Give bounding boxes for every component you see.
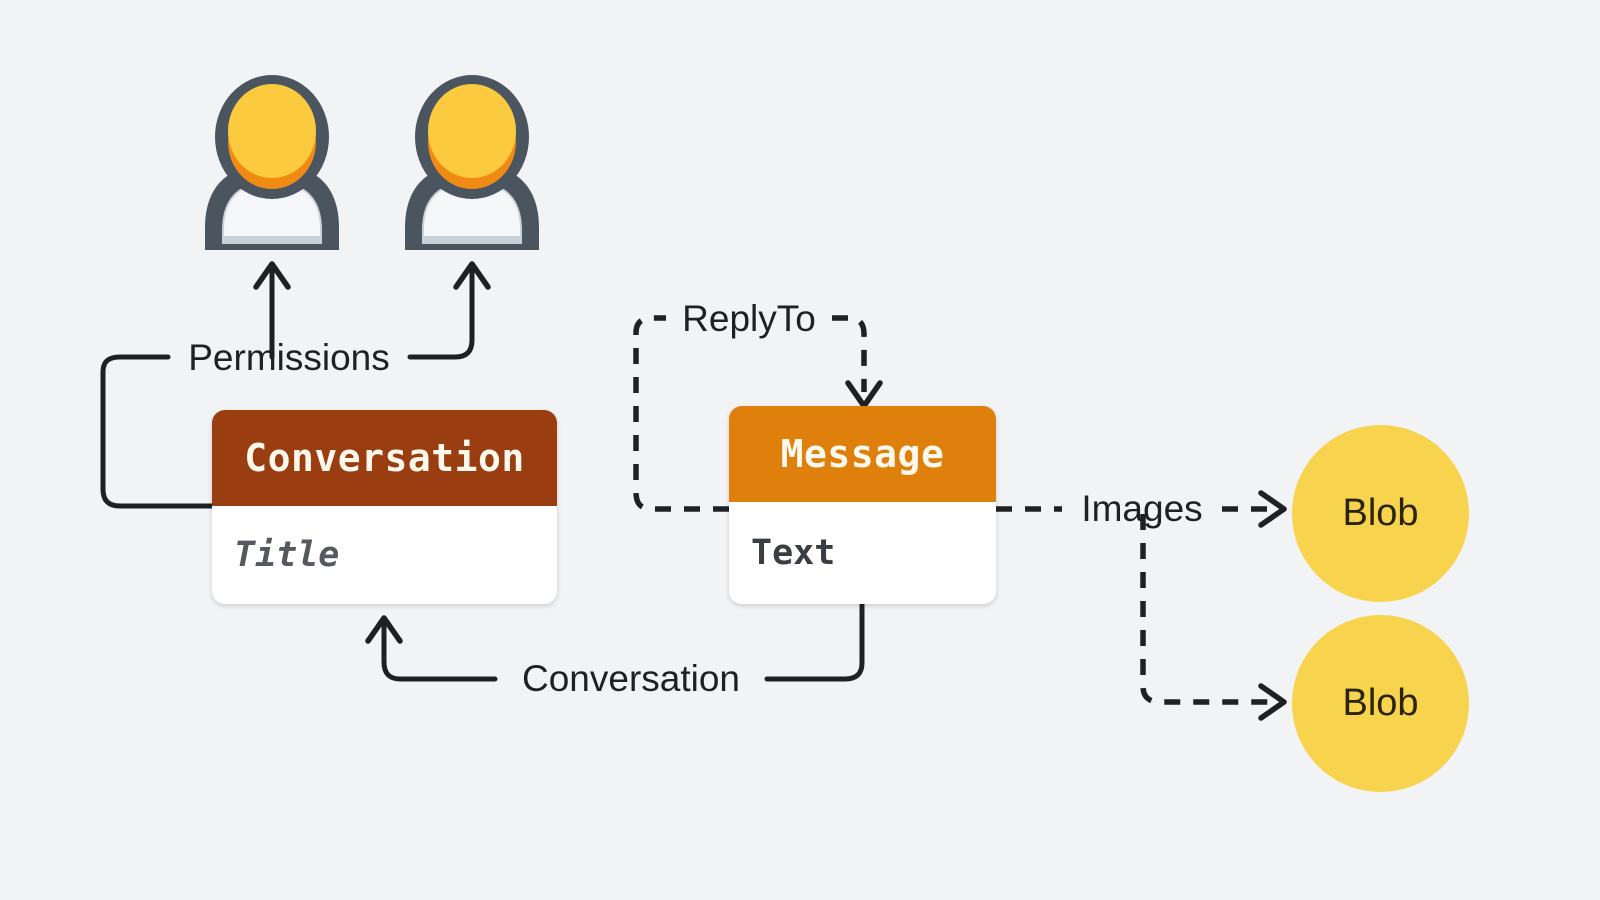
entity-field-text: Text	[751, 533, 836, 573]
entity-card-conversation[interactable]: Conversation Title	[212, 410, 557, 604]
person-bust-icon-1[interactable]	[205, 75, 339, 250]
edge-label-images: Images	[1081, 488, 1202, 529]
card-body-conversation: Title	[212, 506, 557, 604]
edge-replyto[interactable]: ReplyTo	[633, 298, 883, 512]
entity-field-title: Title	[234, 535, 340, 575]
entity-title-conversation: Conversation	[244, 436, 525, 480]
edge-images[interactable]: Images	[996, 488, 1287, 721]
entity-card-message[interactable]: Message Text	[729, 406, 996, 604]
blob-node-2[interactable]: Blob	[1292, 615, 1469, 792]
card-header-message: Message	[729, 406, 996, 502]
card-body-message: Text	[729, 502, 996, 604]
blob-label-2: Blob	[1342, 682, 1419, 724]
edge-conversation-ref[interactable]: Conversation	[365, 601, 865, 699]
edge-label-conversation: Conversation	[522, 658, 740, 699]
edge-permissions[interactable]: Permissions	[100, 261, 491, 509]
blob-node-1[interactable]: Blob	[1292, 425, 1469, 602]
blob-label-1: Blob	[1342, 492, 1419, 534]
edge-label-replyto: ReplyTo	[682, 298, 816, 339]
card-header-conversation: Conversation	[212, 410, 557, 506]
person-bust-icon-2[interactable]	[405, 75, 539, 250]
entity-title-message: Message	[780, 432, 945, 476]
edge-label-permissions: Permissions	[188, 337, 390, 378]
